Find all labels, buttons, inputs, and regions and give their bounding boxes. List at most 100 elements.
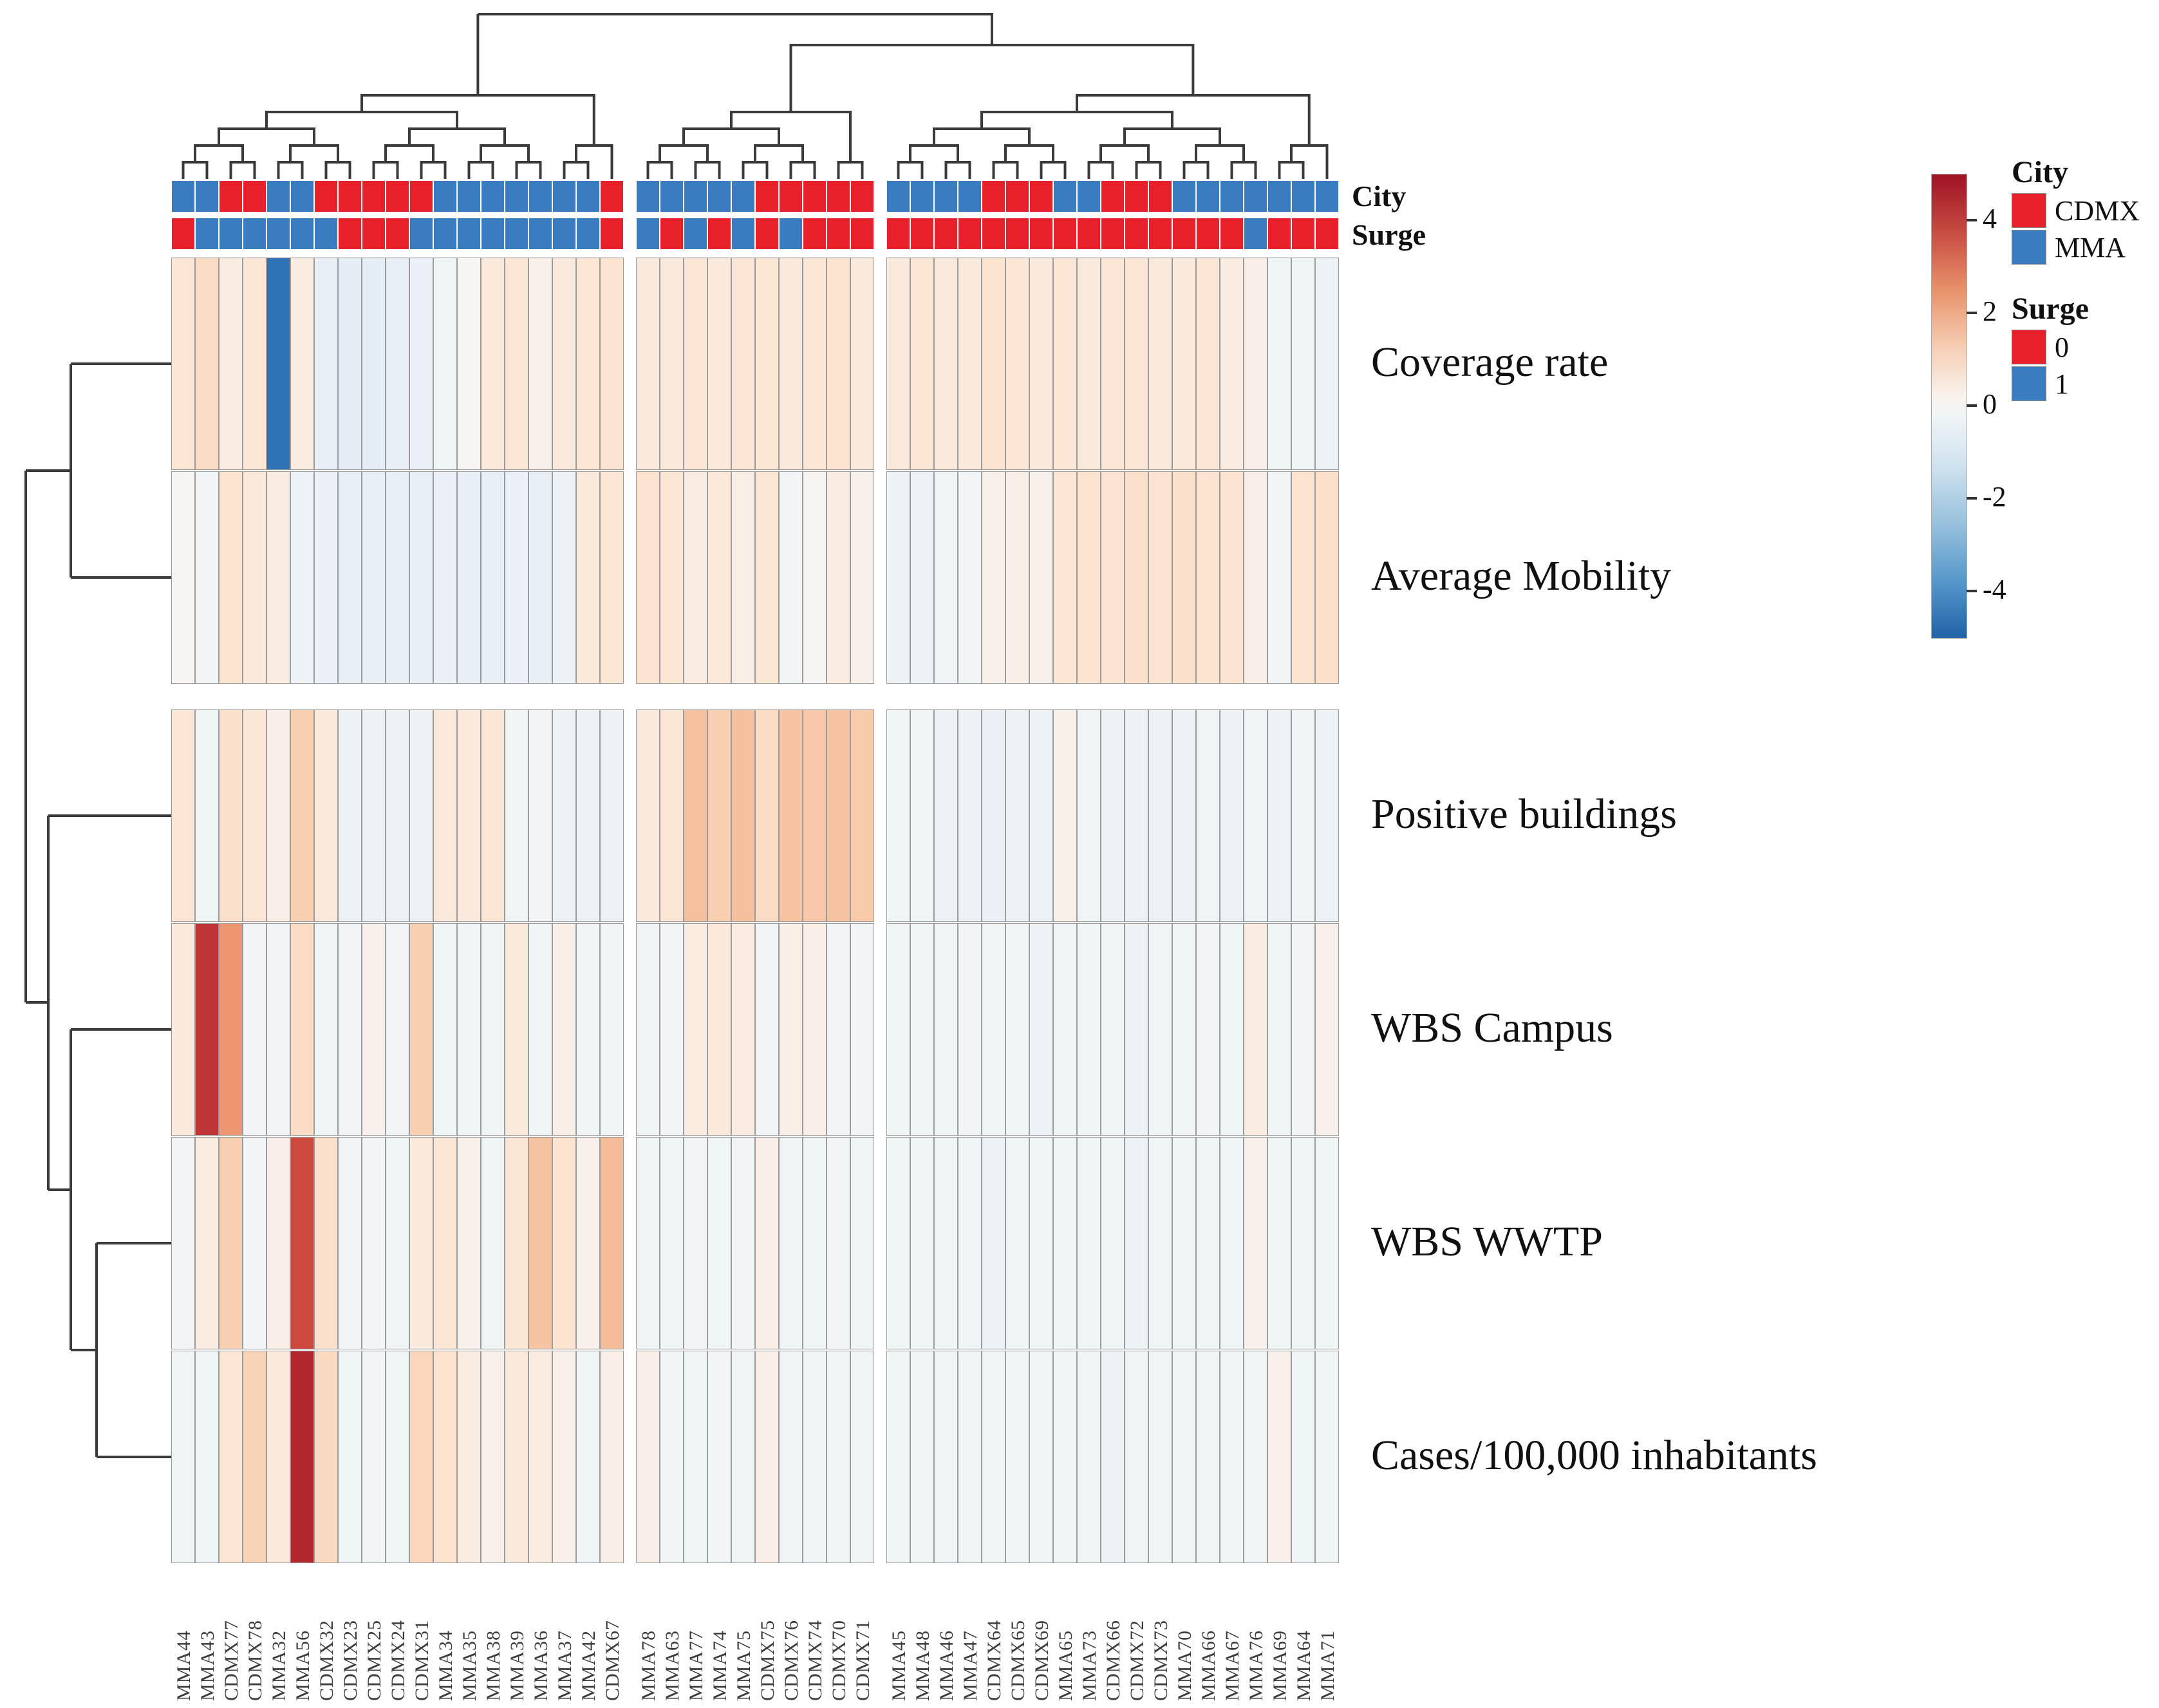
surge-annotation-cell: [958, 218, 982, 250]
heatmap-cell: [433, 258, 457, 470]
heatmap-cell: [1196, 258, 1220, 470]
heatmap-cell: [684, 1137, 707, 1349]
heatmap-cell: [290, 923, 314, 1136]
city-annotation-cell: [1291, 180, 1315, 212]
heatmap-cell: [934, 471, 958, 684]
heatmap-cell: [803, 471, 827, 684]
heatmap-cell: [1267, 709, 1291, 922]
heatmap-cell: [1267, 1137, 1291, 1349]
city-annotation-cell: [1053, 180, 1077, 212]
surge-annotation-cell: [457, 218, 481, 250]
column-label: MMA37: [554, 1629, 575, 1701]
heatmap-cell: [1291, 923, 1315, 1136]
heatmap-cell: [1315, 709, 1339, 922]
surge-annotation-cell: [1077, 218, 1101, 250]
city-annotation-cell: [171, 180, 195, 212]
city-annotation-cell: [552, 180, 576, 212]
heatmap-cell: [481, 258, 505, 470]
heatmap-cell: [1315, 1137, 1339, 1349]
surge-annotation-cell: [1315, 218, 1339, 250]
heatmap-cell: [636, 923, 660, 1136]
heatmap-cell: [779, 1351, 803, 1563]
heatmap-cell: [457, 1351, 481, 1563]
heatmap-cell: [1077, 709, 1101, 922]
heatmap-cell: [1077, 1137, 1101, 1349]
heatmap-cell: [1148, 923, 1172, 1136]
city-annotation-cell: [1315, 180, 1339, 212]
heatmap-cell: [338, 471, 362, 684]
heatmap-cell: [910, 923, 934, 1136]
heatmap-cell: [660, 471, 684, 684]
heatmap-cell: [219, 1351, 243, 1563]
city-annotation-cell: [636, 180, 660, 212]
heatmap-cell: [1148, 258, 1172, 470]
city-annotation-cell: [886, 180, 910, 212]
heatmap-cell: [1291, 258, 1315, 470]
heatmap-cell: [1101, 1137, 1125, 1349]
city-annotation-cell: [850, 180, 874, 212]
surge-annotation-cell: [1196, 218, 1220, 250]
surge-annotation-cell: [1101, 218, 1125, 250]
heatmap-cell: [755, 471, 779, 684]
surge-annotation-cell: [1005, 218, 1029, 250]
column-label: MMA44: [173, 1629, 194, 1701]
heatmap-cell: [755, 258, 779, 470]
heatmap-cell: [660, 709, 684, 922]
heatmap-cell: [1053, 1137, 1077, 1349]
legend-swatch: [2012, 366, 2046, 401]
heatmap-cell: [314, 471, 338, 684]
heatmap-cell: [660, 1351, 684, 1563]
column-label: CDMX32: [316, 1619, 337, 1701]
heatmap-cell: [886, 471, 910, 684]
legend-item-label: 1: [2055, 368, 2069, 400]
heatmap-cell: [982, 923, 1005, 1136]
heatmap-cell: [505, 258, 528, 470]
heatmap-cell: [982, 1351, 1005, 1563]
heatmap-cell: [362, 1137, 386, 1349]
heatmap-cell: [409, 258, 433, 470]
heatmap-cell: [1291, 471, 1315, 684]
heatmap-cell: [552, 258, 576, 470]
city-annotation-label: City: [1352, 180, 1407, 212]
heatmap-cell: [1125, 709, 1148, 922]
heatmap-cell: [409, 1351, 433, 1563]
heatmap-cell: [850, 709, 874, 922]
legend-item-label: MMA: [2055, 232, 2126, 263]
heatmap-cell: [1172, 923, 1196, 1136]
surge-annotation-cell: [528, 218, 552, 250]
surge-annotation-cell: [684, 218, 707, 250]
heatmap-cell: [1101, 1351, 1125, 1563]
heatmap-cell: [1029, 471, 1053, 684]
column-label: MMA65: [1055, 1629, 1076, 1701]
heatmap-cell: [1005, 1351, 1029, 1563]
heatmap-cell: [195, 258, 219, 470]
column-label: CDMX25: [364, 1619, 385, 1701]
heatmap-cell: [1291, 1137, 1315, 1349]
heatmap-cell: [528, 709, 552, 922]
heatmap-cell: [433, 1137, 457, 1349]
city-annotation-cell: [528, 180, 552, 212]
row-label: Positive buildings: [1371, 791, 1677, 838]
heatmap-cell: [1148, 471, 1172, 684]
column-label: MMA48: [912, 1629, 933, 1701]
column-label: CDMX71: [852, 1619, 874, 1701]
heatmap-cell: [266, 1351, 290, 1563]
heatmap-cell: [1220, 923, 1244, 1136]
heatmap-cell: [409, 709, 433, 922]
column-label: CDMX67: [602, 1619, 623, 1701]
colorbar-tick-label: 0: [1983, 388, 1997, 420]
heatmap-cell: [266, 471, 290, 684]
city-annotation-cell: [910, 180, 934, 212]
heatmap-cell: [684, 1351, 707, 1563]
heatmap-cell: [934, 923, 958, 1136]
heatmap-cell: [1125, 1137, 1148, 1349]
legend-item-label: 0: [2055, 332, 2069, 363]
heatmap-cell: [576, 1351, 600, 1563]
heatmap-cell: [505, 1137, 528, 1349]
city-annotation-cell: [660, 180, 684, 212]
column-label: MMA32: [268, 1629, 290, 1701]
column-label: CDMX65: [1007, 1619, 1029, 1701]
heatmap-cell: [1029, 258, 1053, 470]
column-label: MMA46: [936, 1629, 957, 1701]
heatmap-cell: [1029, 1351, 1053, 1563]
